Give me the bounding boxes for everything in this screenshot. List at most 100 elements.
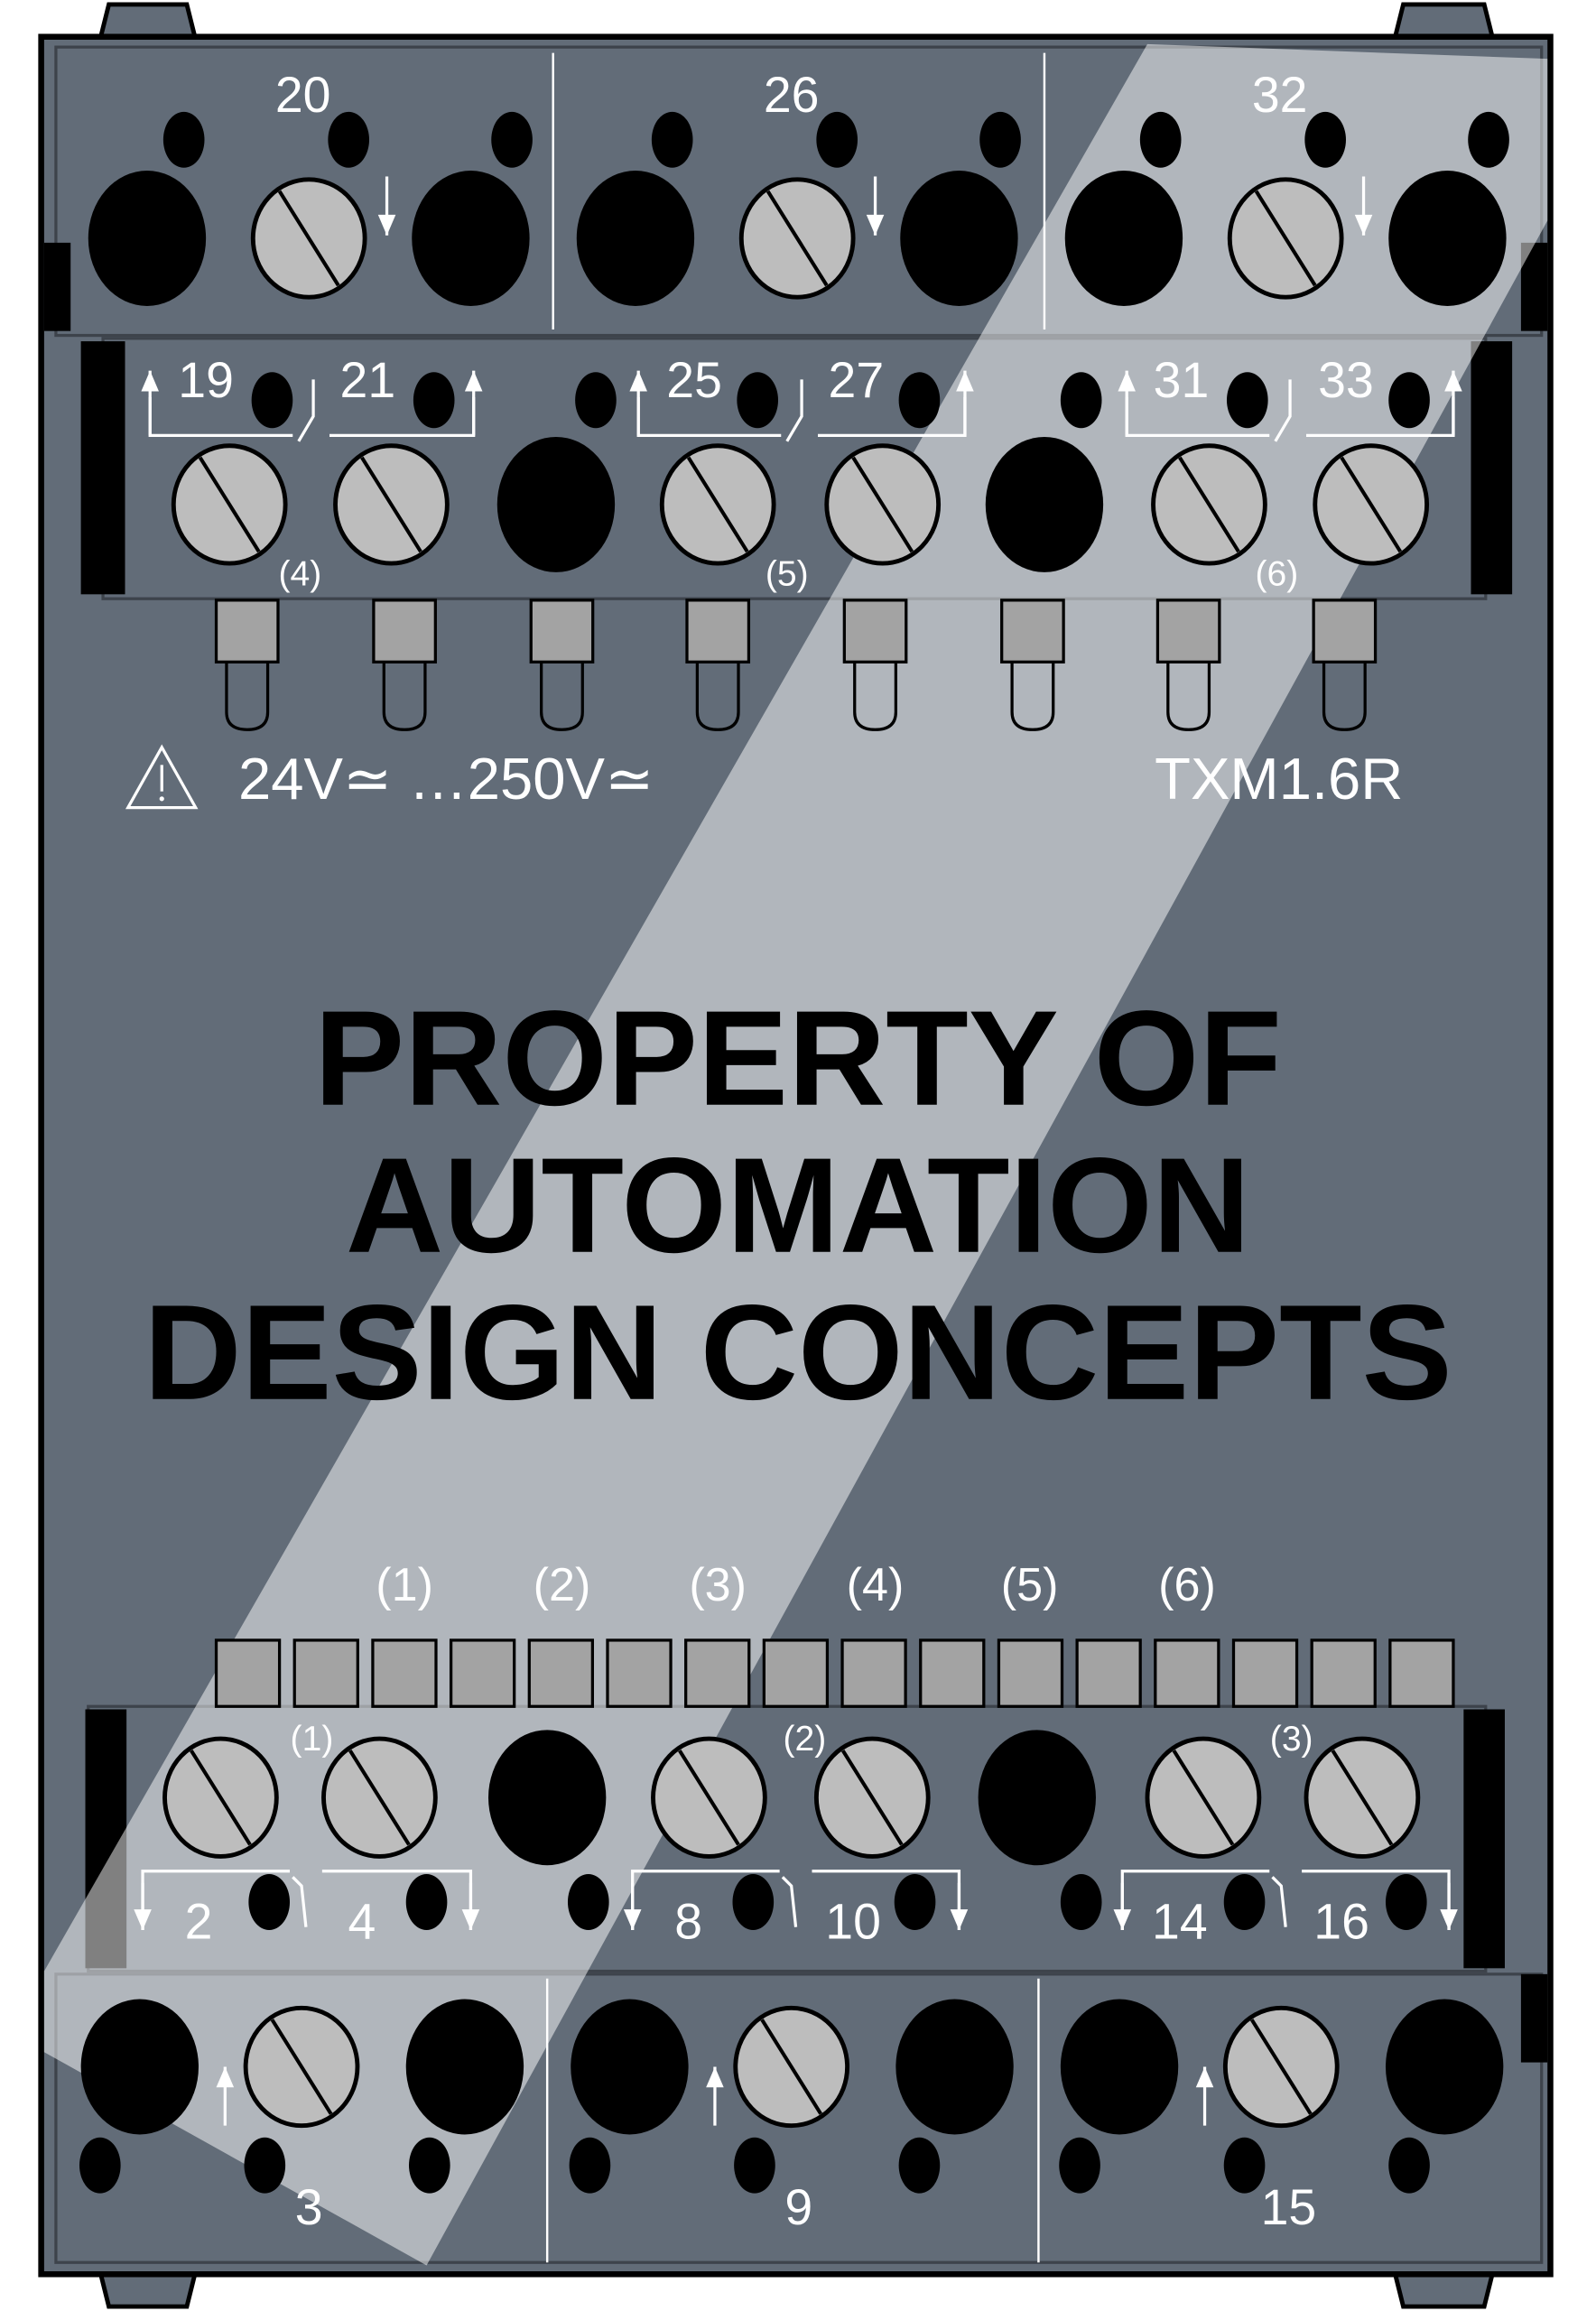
watermark-text-box: PROPERTY OF AUTOMATION DESIGN CONCEPTS [73, 860, 1522, 1552]
screw-slot [270, 2019, 333, 2115]
arrow-head [1195, 2066, 1214, 2088]
led-housing [1155, 599, 1221, 664]
terminal-label: 9 [784, 2179, 812, 2235]
test-hole [408, 2137, 450, 2194]
wire-entry-hole [405, 1999, 524, 2135]
watermark-line-2: DESIGN CONCEPTS [144, 1278, 1452, 1429]
test-hole [162, 111, 205, 168]
indicator-window [840, 1638, 907, 1708]
test-hole [244, 2137, 286, 2194]
led-lens [1322, 662, 1367, 731]
relay-led [214, 599, 280, 731]
test-hole [491, 111, 533, 168]
led-lens [1166, 662, 1211, 731]
relay-led [529, 599, 595, 731]
led-label: (2) [534, 1559, 591, 1611]
test-hole [1226, 372, 1268, 429]
arrow-head [461, 1909, 480, 1930]
side-latch [43, 242, 71, 331]
terminal-screw-icon [321, 1736, 438, 1859]
test-hole [251, 372, 293, 429]
warning-triangle-icon [125, 744, 199, 810]
arrow-head [950, 1909, 969, 1930]
arrow-head [1113, 1909, 1132, 1930]
watermark: PROPERTY OF AUTOMATION DESIGN CONCEPTS [73, 860, 1522, 1552]
test-hole [894, 1874, 936, 1930]
terminal-label: 31 [1154, 352, 1210, 408]
arrow-head [956, 370, 974, 392]
screw-slot [1331, 1749, 1394, 1846]
test-hole [898, 372, 941, 429]
group-label: (5) [766, 555, 809, 594]
screw-slot [190, 1749, 252, 1846]
indicator-window [997, 1638, 1064, 1708]
led-lens [382, 662, 427, 731]
group-label: (1) [291, 1720, 334, 1759]
led-lens [1010, 662, 1055, 731]
terminal-screw-icon [733, 2005, 850, 2129]
terminal-label: 19 [178, 352, 234, 408]
terminal-screw-icon [1145, 1736, 1262, 1859]
screw-slot [348, 1749, 411, 1846]
direction-arrow-icon [377, 176, 396, 236]
terminal-label: 4 [348, 1894, 376, 1950]
watermark-line-1: PROPERTY OF AUTOMATION [314, 984, 1282, 1282]
test-hole [732, 1874, 775, 1930]
direction-arrow-icon [1444, 370, 1462, 436]
indicator-window [606, 1638, 673, 1708]
indicator-window [1310, 1638, 1377, 1708]
terminal-label: 15 [1261, 2179, 1317, 2235]
screw-slot [1249, 2019, 1313, 2115]
test-hole [1468, 111, 1509, 168]
terminal-label: 33 [1318, 352, 1374, 408]
terminal-screw-icon [659, 443, 776, 566]
test-hole [651, 111, 693, 168]
direction-arrow-icon [1354, 176, 1373, 236]
terminal-screw-icon [1313, 443, 1430, 566]
terminal-label: 3 [295, 2179, 323, 2235]
terminal-screw-icon [1222, 2005, 1340, 2129]
arrow-head [1444, 370, 1462, 392]
terminal-label: 32 [1252, 67, 1308, 123]
test-hole [567, 1874, 609, 1930]
arrow-head [216, 2066, 235, 2088]
arrow-head [141, 370, 159, 392]
relay-led [372, 599, 437, 731]
test-hole [1388, 372, 1430, 429]
model-label: TXM1.6R [1155, 746, 1403, 812]
indicator-window [449, 1638, 516, 1708]
terminal-label: 14 [1152, 1894, 1208, 1950]
wire-entry-hole [571, 1999, 689, 2135]
wire-entry-hole [900, 171, 1018, 306]
screw-slot [1340, 456, 1403, 553]
screw-slot [277, 190, 340, 287]
screw-slot [760, 2019, 822, 2115]
test-hole [1223, 1874, 1266, 1930]
terminal-screw-icon [651, 1736, 767, 1859]
direction-arrow-icon [706, 2066, 724, 2126]
wire-entry-hole [1388, 171, 1507, 306]
test-hole [1059, 2137, 1100, 2194]
terminal-label: 21 [340, 352, 396, 408]
wire-entry-hole [496, 436, 616, 572]
indicator-window [1388, 1638, 1455, 1708]
direction-arrow-icon [141, 370, 159, 436]
wire-entry-hole [412, 171, 530, 306]
group-label: (4) [279, 555, 322, 594]
direction-arrow-icon [1195, 2066, 1214, 2126]
terminal-screw-icon [162, 1736, 279, 1859]
screw-slot [1178, 456, 1240, 553]
arrow-head [1440, 1909, 1458, 1930]
test-hole [979, 111, 1021, 168]
wire-entry-hole [88, 171, 207, 306]
terminal-screw-icon [824, 443, 942, 566]
test-hole [898, 2137, 941, 2194]
arrow-head [623, 1909, 642, 1930]
direction-arrow-icon [464, 370, 483, 436]
terminal-label: 16 [1313, 1894, 1369, 1950]
side-rail [80, 341, 125, 595]
arrow-head [464, 370, 483, 392]
